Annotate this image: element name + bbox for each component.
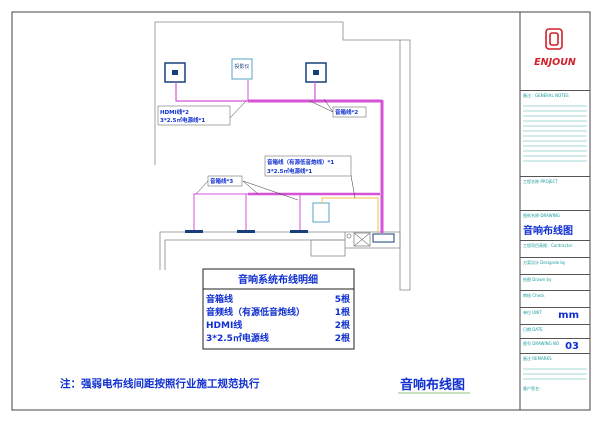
- table-row-name: 音频线（有源低音炮线）: [206, 306, 305, 318]
- drawn-label: 绘图 Drawn by: [523, 277, 552, 282]
- drawing-name-field: 图纸名称-DRAWING 音响布线图: [520, 210, 590, 240]
- number-field: 图号 DRAWING NO 03: [520, 338, 590, 353]
- check-field: 审核 Check: [520, 290, 590, 307]
- callout-speaker-3: 音箱线*3: [210, 177, 233, 185]
- projector-label: 投影仪: [234, 63, 249, 70]
- project-field: 工程名称-PROJECT: [520, 176, 590, 210]
- remarks-field: 备注 REMARKS 客户签名：: [520, 353, 590, 410]
- table-row-name: 音箱线: [206, 293, 233, 305]
- table-row-name: HDMI线: [206, 319, 242, 331]
- av-receiver-icon: [372, 233, 395, 243]
- notes-text: [523, 102, 587, 162]
- table-row-qty: 2根: [335, 319, 351, 331]
- brand-name: ENJOUN: [534, 57, 576, 68]
- callout-speaker-2: 音箱线*2: [335, 108, 358, 116]
- wiring-table: 音响系统布线明细 音箱线 5根 音频线（有源低音炮线） 1根 HDMI线 2根 …: [202, 268, 355, 350]
- drawing-title: 音响布线图: [400, 377, 465, 393]
- remarks-text: [523, 365, 587, 383]
- table-row-name: 3*2.5㎡电源线: [206, 332, 269, 344]
- table-row-qty: 5根: [335, 293, 351, 305]
- unit-value: mm: [558, 310, 579, 321]
- project-label: 工程名称-PROJECT: [523, 179, 558, 184]
- design-label: 方案设计 Designde by: [523, 260, 566, 265]
- contractor-field: 工程项目表格：Contractor: [520, 240, 590, 257]
- outlet-glyph: [172, 70, 178, 75]
- enjoun-logo-icon: [545, 28, 563, 50]
- wires: [175, 80, 384, 233]
- subwoofer-icon: [312, 202, 330, 223]
- number-value: 03: [565, 341, 579, 352]
- drawn-field: 绘图 Drawn by: [520, 274, 590, 290]
- leader-lines: [195, 98, 356, 201]
- sheet-border: [11, 11, 591, 411]
- check-label: 审核 Check: [523, 293, 545, 298]
- table-row-qty: 2根: [335, 332, 351, 344]
- contractor-label: 工程项目表格：Contractor: [523, 243, 573, 248]
- drawing-name-label: 图纸名称-DRAWING: [523, 213, 560, 218]
- unit-label: 单位 UNIT: [523, 310, 542, 315]
- callout-sub-power: 3*2.5㎡电源线*1: [267, 167, 312, 175]
- callouts: HDMI线*2 3*2.5㎡电源线*1 音箱线*2 音箱线（有源低音炮线）*1 …: [157, 105, 367, 187]
- construction-note: 注：强弱电布线间距按照行业施工规范执行: [60, 377, 260, 390]
- walls: [154, 21, 411, 291]
- remarks-label: 备注 REMARKS: [523, 356, 552, 361]
- speaker-icon: [185, 230, 203, 233]
- client-signature-label: 客户签名：: [523, 386, 543, 391]
- design-field: 方案设计 Designde by: [520, 257, 590, 274]
- unit-field: 单位 UNIT mm: [520, 307, 590, 324]
- callout-subwoofer: 音箱线（有源低音炮线）*1: [267, 158, 334, 166]
- subwoofer-wire: [321, 197, 379, 233]
- callout-power: 3*2.5㎡电源线*1: [160, 116, 205, 124]
- date-label: 日期 DATE: [523, 327, 543, 332]
- speaker-icon: [290, 230, 308, 233]
- drawing-name-value: 音响布线图: [523, 226, 573, 237]
- callout-hdmi: HDMI线*2: [160, 108, 189, 116]
- table-title: 音响系统布线明细: [238, 273, 318, 286]
- date-field: 日期 DATE: [520, 324, 590, 338]
- number-label: 图号 DRAWING NO: [523, 341, 560, 346]
- projector-icon: [231, 58, 253, 80]
- speaker-icon: [237, 230, 255, 233]
- general-notes-label: 备注：GENERAL NOTES: [523, 93, 569, 98]
- table-row-qty: 1根: [335, 306, 351, 318]
- outlet-glyph: [313, 70, 319, 75]
- general-notes: 备注：GENERAL NOTES: [520, 90, 590, 176]
